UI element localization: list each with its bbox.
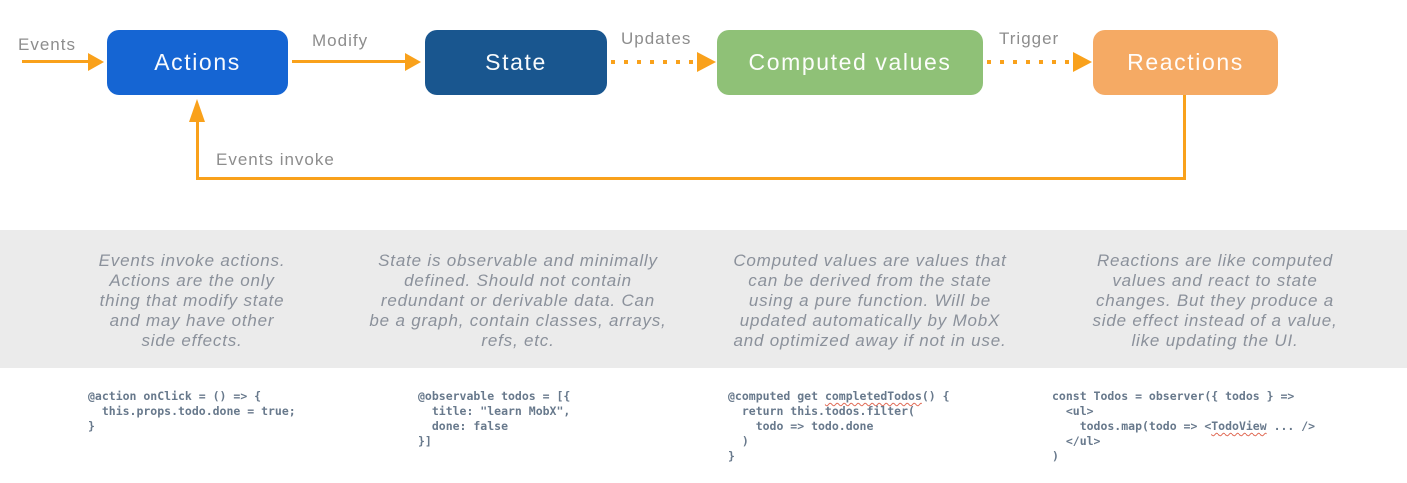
node-state-label: State [485,49,547,75]
edge-label-events: Events [18,35,76,54]
arrow-updates-head-icon [697,52,716,72]
node-computed-values: Computed values [717,30,983,95]
arrow-trigger-dots [987,60,1073,64]
arrow-modify-shaft [292,60,408,63]
node-actions: Actions [107,30,288,95]
loop-bottom-horizontal [196,177,1186,180]
misspelled-word: completedTodos [824,389,922,403]
arrow-updates-dots [611,60,697,64]
code-sample-computed: @computed get completedTodos() { return … [728,389,950,463]
edge-label-trigger: Trigger [999,29,1060,48]
code-sample-action: @action onClick = () => { this.props.tod… [88,389,296,433]
node-reactions-label: Reactions [1127,49,1244,75]
edge-label-events-invoke: Events invoke [216,150,335,169]
edge-label-modify: Modify [312,31,369,50]
arrow-trigger-head-icon [1073,52,1092,72]
arrow-events-shaft [22,60,90,63]
loop-left-vertical [196,121,199,177]
edge-label-updates: Updates [621,29,692,48]
arrow-modify-head-icon [405,53,421,71]
node-state: State [425,30,607,95]
description-band [0,230,1407,368]
code-sample-observable: @observable todos = [{ title: "learn Mob… [418,389,571,448]
code-sample-observer: const Todos = observer({ todos } => <ul>… [1052,389,1316,463]
description-state: State is observable and minimally define… [369,251,667,350]
description-reactions: Reactions are like computed values and r… [1092,251,1338,350]
loop-right-vertical [1183,95,1186,180]
description-computed-values: Computed values are values that can be d… [733,251,1007,350]
node-reactions: Reactions [1093,30,1278,95]
loop-head-up-icon [189,99,205,122]
node-computed-values-label: Computed values [748,49,952,75]
node-actions-label: Actions [154,49,241,75]
misspelled-word: TodoView [1211,419,1267,433]
arrow-events-head-icon [88,53,104,71]
description-actions: Events invoke actions. Actions are the o… [98,251,286,350]
